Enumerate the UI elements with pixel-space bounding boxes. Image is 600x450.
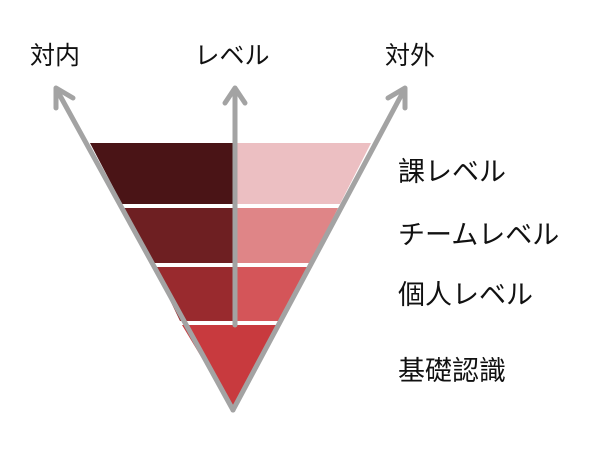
level-label-2: チームレベル [398,220,559,251]
level-label-3: 個人レベル [398,280,533,311]
right-arrow-shaft [230,89,406,413]
band-3-right [235,267,309,321]
center-arrow-head [222,85,248,106]
level-label-1: 課レベル [398,157,506,188]
band-2-right [235,208,338,263]
left-arrow-head [53,85,76,111]
band-1-left [90,143,235,204]
axis-label-right: 対外 [385,41,435,70]
right-arrow-head [385,85,408,111]
axis-label-center: レベル [194,41,269,70]
band-2-left [124,208,235,263]
band-3-left [154,267,235,321]
arrows [53,85,408,413]
pyramid-bands [90,143,371,410]
level-label-4: 基礎認識 [398,356,506,387]
left-arrow-shaft [55,89,236,413]
axis-label-left: 対内 [30,41,80,70]
band-1-right [235,143,371,204]
band-4 [182,325,280,410]
